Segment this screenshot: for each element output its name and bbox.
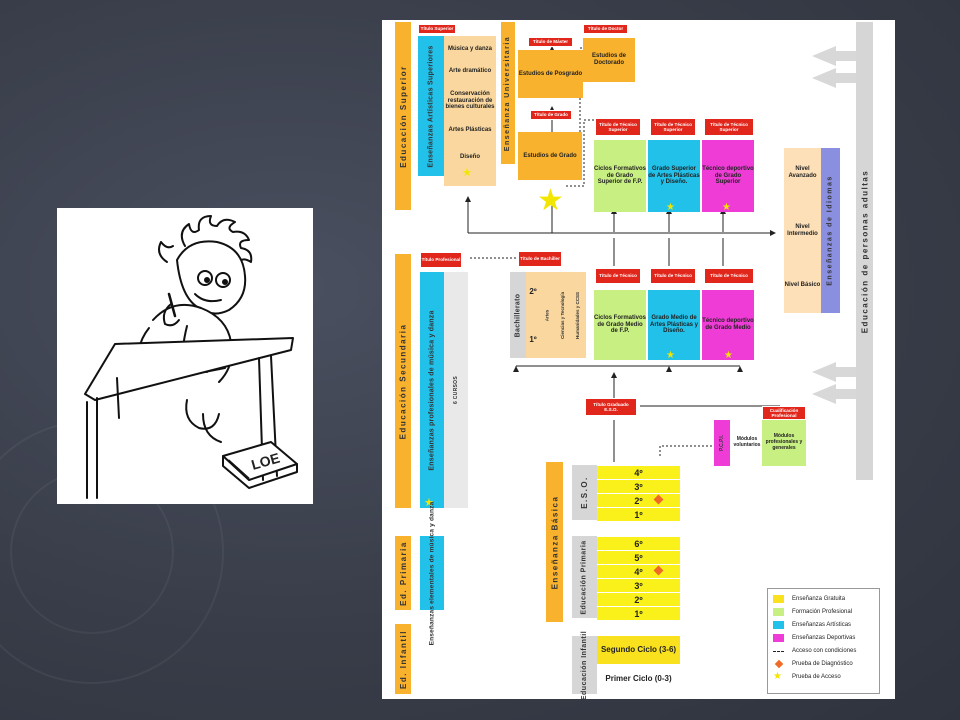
student-writing-drawing: LOE	[84, 215, 298, 499]
legend-item: Enseñanzas Deportivas	[773, 632, 855, 644]
column-artisticas-superiores: Enseñanzas Artísticas Superiores	[418, 36, 444, 176]
segundo-ciclo: Segundo Ciclo (3-6)	[597, 636, 680, 664]
column-idiomas: Enseñanzas de Idiomas	[821, 148, 840, 313]
column-ensenanza-universitaria: Enseñanza Universitaria	[501, 22, 515, 164]
column-ed-infantil: Ed. Infantil	[395, 624, 411, 694]
titulo-tecnico-superior: Título de Técnico Superior	[595, 118, 641, 136]
prueba-acceso-star-icon: ★	[666, 202, 675, 213]
legend-swatch	[773, 595, 784, 603]
modalidad-ciencias: Ciencias y Tecnología	[559, 291, 565, 339]
titulo-master: Título de Máster	[528, 37, 573, 47]
legend-swatch	[773, 621, 784, 629]
artisticas-item: Arte dramático	[448, 67, 492, 74]
star-icon: ★	[773, 671, 782, 682]
column-educacion-secundaria: Educación Secundaria	[395, 254, 411, 508]
titulo-profesional: Título Profesional	[420, 252, 462, 268]
titulo-bachiller: Título de Bachiller	[518, 251, 562, 267]
nivel-basico: Nivel Básico	[784, 281, 821, 288]
column-bachillerato: Bachillerato	[510, 272, 526, 358]
legend-swatch	[773, 634, 784, 642]
artisticas-item: Artes Plásticas	[448, 126, 492, 133]
nivel-avanzado: Nivel Avanzado	[788, 166, 817, 179]
legend-item: Enseñanzas Artísticas	[773, 619, 851, 631]
eso-grade: 3º	[597, 480, 680, 494]
prueba-acceso-star-icon: ★	[724, 350, 733, 361]
titulo-grado: Título de Grado	[530, 110, 572, 120]
eso-grade: 4º	[597, 466, 680, 480]
legend-item: Formación Profesional	[773, 606, 852, 618]
deportivo-grado-superior: Técnico deportivo de Grado Superior	[702, 140, 754, 212]
primaria-grade: 5º	[597, 551, 680, 565]
legend-item: Acceso con condiciones	[773, 645, 856, 657]
column-educacion-infantil: Educación Infantil	[572, 630, 597, 700]
legend-swatch	[773, 608, 784, 616]
column-educacion-primaria: Educación Primaria	[572, 536, 597, 618]
modalidad-artes: Artes	[544, 309, 550, 321]
titulo-tecnico-superior: Título de Técnico Superior	[650, 118, 696, 136]
primaria-grade: 3º	[597, 579, 680, 593]
estudios-grado: Estudios de Grado	[518, 132, 582, 180]
book-label: LOE	[249, 450, 281, 473]
column-eso: E.S.O.	[572, 465, 597, 520]
estudios-doctorado: Estudios de Doctorado	[583, 38, 635, 82]
modulos-profesionales: Módulos profesionales y generales	[762, 420, 806, 466]
titulo-graduado-eso: Título Graduado E.S.O.	[585, 398, 637, 416]
prueba-acceso-star-icon: ★	[462, 167, 472, 179]
student-illustration: LOE	[57, 208, 313, 504]
artisticas-list	[444, 36, 496, 176]
prueba-acceso-star-icon: ★	[537, 184, 564, 217]
estudios-posgrado: Estudios de Posgrado	[518, 50, 583, 98]
titulo-tecnico: Título de Técnico	[595, 268, 641, 284]
nivel-intermedio: Nivel Intermedio	[787, 224, 818, 237]
titulo-superior: Título Superior	[418, 24, 456, 34]
column-educacion-superior: Educación Superior	[395, 22, 411, 210]
legend	[767, 588, 880, 694]
eso-grade: 2º	[597, 494, 680, 508]
primaria-grade: 1º	[597, 607, 680, 621]
column-elementales-musica: Enseñanzas elementales de música y danza	[420, 501, 444, 645]
bachillerato-course: 2º	[529, 287, 537, 297]
ciclos-grado-medio: Ciclos Formativos de Grado Medio de F.P.	[594, 290, 646, 360]
artisticas-item: Diseño	[459, 153, 480, 160]
legend-item: ★Prueba de Acceso	[773, 671, 841, 682]
prueba-acceso-star-icon: ★	[424, 497, 434, 509]
artisticas-footer	[444, 164, 496, 186]
deportivo-grado-medio: Técnico deportivo de Grado Medio	[702, 290, 754, 360]
modulos-voluntarios: Módulos voluntarios	[732, 420, 762, 466]
primaria-grade: 4º	[597, 565, 680, 579]
artes-grado-medio: Grado Medio de Artes Plásticas y Diseño.	[648, 290, 700, 360]
column-ensenanza-basica: Enseñanza Básica	[546, 462, 563, 622]
eso-grade: 1º	[597, 508, 680, 522]
titulo-doctor: Título de Doctor	[583, 24, 628, 34]
ciclos-grado-superior: Ciclos Formativos de Grado Superior de F…	[594, 140, 646, 212]
idiomas-panel	[784, 148, 821, 313]
titulo-tecnico-superior: Título de Técnico Superior	[704, 118, 754, 136]
dashed-arrow-icon	[773, 651, 784, 652]
seis-cursos: 6 CURSOS	[444, 272, 468, 508]
legend-item: Enseñanza Gratuita	[773, 593, 845, 605]
primaria-grade: 2º	[597, 593, 680, 607]
column-profesionales-musica: Enseñanzas profesionales de música y dan…	[420, 272, 444, 508]
bachillerato-panel	[526, 272, 586, 358]
prueba-acceso-star-icon: ★	[722, 202, 731, 213]
bachillerato-course: 1º	[529, 335, 537, 345]
prueba-acceso-star-icon: ★	[666, 350, 675, 361]
artes-grado-superior: Grado Superior de Artes Plásticas y Dise…	[648, 140, 700, 212]
primer-ciclo: Primer Ciclo (0-3)	[597, 664, 680, 694]
titulo-tecnico: Título de Técnico	[704, 268, 754, 284]
artisticas-item: Conservación restauración de bienes cult…	[445, 90, 495, 111]
artisticas-item: Música y danza	[447, 45, 492, 52]
diamond-icon	[774, 659, 783, 669]
modalidad-humanidades: Humanidades y CCSS	[574, 291, 580, 339]
primaria-grade: 6º	[597, 537, 680, 551]
column-ed-primaria: Ed. Primaria	[395, 536, 411, 610]
legend-item: Prueba de Diagnóstico	[773, 658, 853, 670]
titulo-cualificacion-profesional: Cualificación Profesional	[762, 406, 806, 420]
column-educacion-adultos: Educación de personas adultas	[856, 22, 873, 480]
pcpi: P.C.P.I.	[714, 420, 730, 466]
titulo-tecnico: Título de Técnico	[650, 268, 696, 284]
